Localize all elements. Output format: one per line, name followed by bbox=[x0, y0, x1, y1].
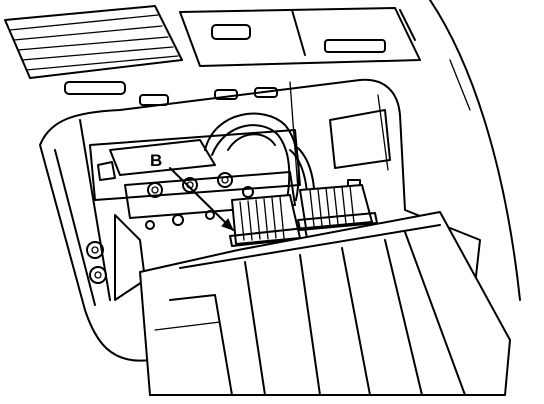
callout-label-b: B bbox=[150, 151, 162, 170]
connector-b bbox=[229, 194, 308, 247]
pulled-out-unit bbox=[139, 211, 511, 396]
callout-arrowhead bbox=[221, 218, 234, 231]
top-control-panel bbox=[179, 7, 421, 67]
callout-b: B bbox=[150, 151, 234, 231]
second-connector bbox=[297, 184, 378, 231]
left-vent-grille bbox=[4, 5, 183, 79]
dashboard-right-edge bbox=[429, 0, 521, 301]
callout-leader-line bbox=[169, 167, 234, 231]
left-mounting-bolts bbox=[86, 241, 107, 284]
screws bbox=[145, 210, 215, 230]
